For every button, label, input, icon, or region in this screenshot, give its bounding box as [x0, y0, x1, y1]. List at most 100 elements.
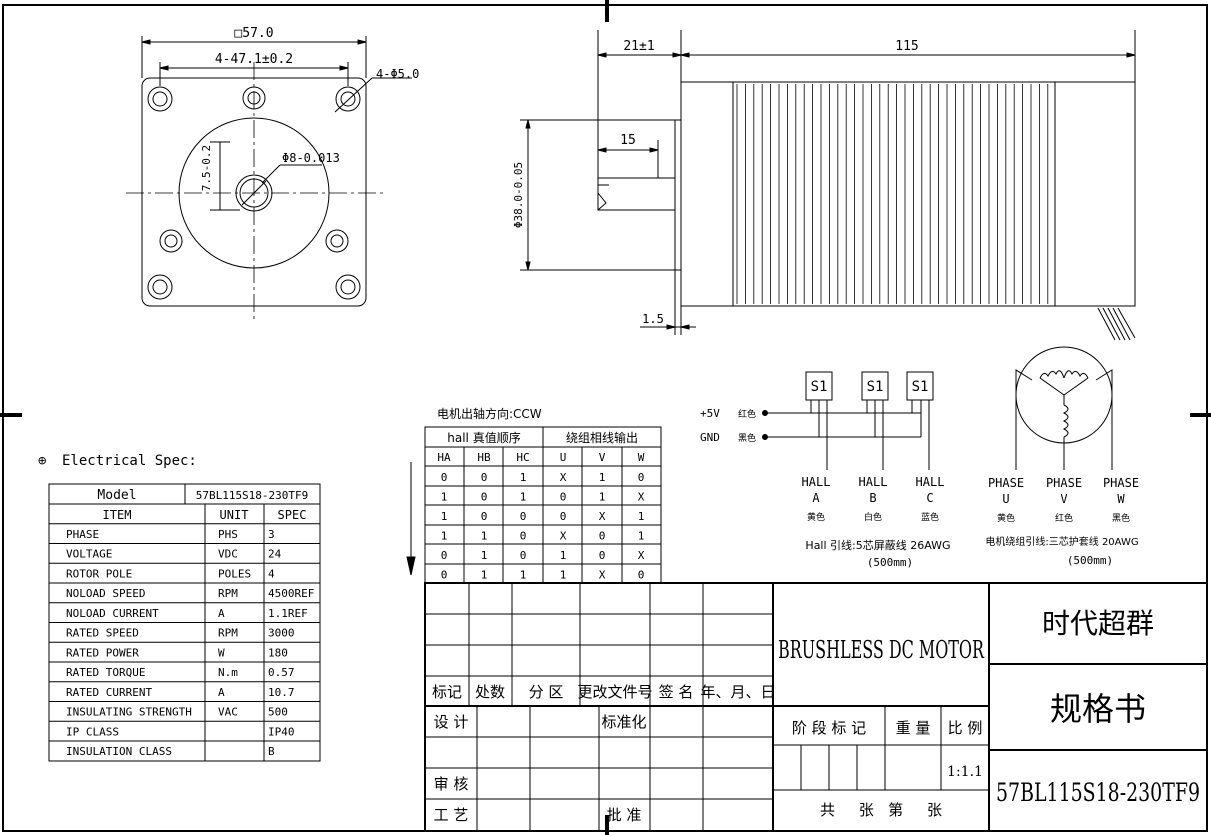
gnd-color: 黑色 — [738, 432, 756, 444]
seq-cell: 0 — [441, 549, 448, 562]
process-label: 工 艺 — [434, 806, 469, 824]
phase-diagram — [1015, 346, 1113, 470]
spec-value: 3000 — [268, 627, 295, 640]
dim-flat-length: 15 — [620, 133, 636, 148]
hall-wire-length: (500mm) — [867, 556, 913, 569]
spec-item: NOLOAD SPEED — [66, 587, 145, 600]
hall-sensor-b-label: S1 — [867, 379, 884, 395]
phase-w-letter: W — [1117, 492, 1125, 506]
standardize-label: 标准化 — [601, 713, 646, 731]
hall-b-name: HALL — [859, 475, 888, 489]
supply-plus-color: 红色 — [738, 408, 756, 420]
review-label: 审 核 — [434, 775, 469, 793]
dim-square: □57.0 — [234, 26, 273, 41]
seq-header-u: U — [560, 451, 567, 464]
seq-cell: 0 — [560, 491, 567, 504]
phase-u-letter: U — [1002, 492, 1009, 506]
spec-header-unit: UNIT — [220, 508, 249, 522]
spec-unit: VAC — [218, 706, 238, 719]
spec-model-value: 57BL115S18-230TF9 — [196, 489, 309, 502]
spec-item: INSULATION CLASS — [66, 745, 172, 758]
hall-diagram — [762, 371, 934, 470]
phase-u-name: PHASE — [988, 476, 1024, 490]
phase-v-letter: V — [1060, 492, 1067, 506]
hall-sensor-a-label: S1 — [811, 379, 828, 395]
design-label: 设 计 — [434, 713, 469, 731]
spec-item: INSULATING STRENGTH — [66, 706, 192, 719]
company-name: 时代超群 — [1042, 607, 1154, 640]
seq-cell: X — [599, 510, 606, 523]
spec-value: 4500REF — [268, 587, 314, 600]
hall-a-color: 黄色 — [807, 511, 825, 523]
spec-unit: PHS — [218, 528, 238, 541]
seq-cell: 1 — [560, 569, 567, 582]
seq-cell: 1 — [560, 549, 567, 562]
stage-label: 阶 段 标 记 — [792, 719, 866, 737]
hall-c-letter: C — [926, 491, 933, 505]
phase-wire-length: (500mm) — [1067, 554, 1113, 567]
seq-cell: 1 — [638, 530, 645, 543]
spec-value: 0.57 — [268, 666, 295, 679]
hall-b-color: 白色 — [864, 511, 882, 523]
spec-value: 4 — [268, 567, 275, 580]
seq-header-ha: HA — [437, 451, 451, 464]
hall-sequence-heading: hall 真值顺序 — [447, 430, 520, 445]
supply-plus-label: +5V — [700, 407, 720, 420]
spec-heading: Electrical Spec: — [62, 453, 197, 469]
dim-hole-spacing: 4-47.1±0.2 — [215, 52, 293, 67]
spec-item: RATED POWER — [66, 646, 139, 659]
part-number: 57BL115S18-230TF9 — [996, 778, 1200, 807]
seq-cell: 0 — [481, 471, 488, 484]
seq-cell: 1 — [599, 491, 606, 504]
spec-item: PHASE — [66, 528, 99, 541]
seq-cell: 0 — [520, 549, 527, 562]
spec-unit: W — [218, 646, 225, 659]
hall-c-color: 蓝色 — [921, 511, 939, 523]
seq-cell: 1 — [441, 491, 448, 504]
seq-cell: 0 — [638, 569, 645, 582]
seq-cell: 0 — [599, 530, 606, 543]
revision-header: 签 名 — [659, 683, 694, 701]
spec-value: 1.1REF — [268, 607, 308, 620]
title-block — [424, 582, 1208, 832]
seq-cell: 0 — [441, 569, 448, 582]
spec-value: 10.7 — [268, 686, 295, 699]
spec-unit: POLES — [218, 567, 251, 580]
motor-direction-label: 电机出轴方向:CCW — [437, 406, 542, 421]
revision-header: 分 区 — [529, 683, 564, 701]
seq-cell: 1 — [520, 471, 527, 484]
side-view — [520, 30, 1136, 341]
spec-header-spec: SPEC — [278, 508, 307, 522]
hall-c-name: HALL — [916, 475, 945, 489]
approve-label: 批 准 — [607, 806, 642, 824]
revision-header: 更改文件号 — [577, 683, 652, 701]
sequence-table — [424, 426, 662, 584]
seq-header-hc: HC — [516, 451, 529, 464]
sheets-label: 共 张 第 张 — [820, 801, 942, 819]
seq-cell: 0 — [481, 510, 488, 523]
dim-shaft-diameter: Φ8-0.013 — [282, 151, 340, 165]
scale-label: 比 例 — [948, 719, 983, 737]
seq-cell: X — [638, 549, 645, 562]
spec-item: VOLTAGE — [66, 548, 112, 561]
spec-value: 180 — [268, 646, 288, 659]
seq-cell: 1 — [481, 549, 488, 562]
gnd-label: GND — [700, 431, 720, 444]
spec-table — [48, 483, 321, 762]
spec-item: IP CLASS — [66, 725, 119, 738]
seq-cell: X — [599, 569, 606, 582]
phase-v-color: 红色 — [1055, 512, 1073, 524]
phase-w-name: PHASE — [1103, 476, 1139, 490]
spec-value: B — [268, 745, 275, 758]
seq-header-w: W — [638, 451, 645, 464]
dim-mounting-holes: 4-Φ5.0 — [376, 67, 419, 81]
spec-unit: A — [218, 607, 225, 620]
seq-cell: 0 — [520, 530, 527, 543]
product-name: BRUSHLESS DC MOTOR — [778, 636, 985, 664]
seq-cell: 0 — [560, 510, 567, 523]
spec-value: 3 — [268, 528, 275, 541]
spec-value: IP40 — [268, 725, 295, 738]
spec-item: RATED TORQUE — [66, 666, 145, 679]
spec-item: ROTOR POLE — [66, 567, 132, 580]
